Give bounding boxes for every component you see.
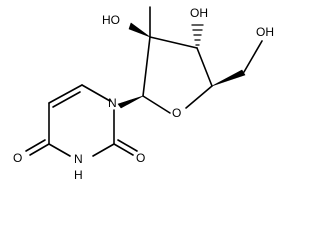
label-o-c2: O	[136, 151, 145, 165]
label-o-c4: O	[13, 151, 22, 165]
label-oh-ch2: OH	[256, 25, 274, 39]
bond-n3-c2	[92, 143, 115, 157]
wedge-c4-ch2	[211, 69, 246, 87]
bond-ch2-oh	[243, 40, 263, 73]
bond-o-c1	[142, 95, 171, 114]
bond-c3-c4	[196, 47, 213, 87]
bond-c4-o-second	[25, 139, 46, 152]
hash-c3-oh	[191, 24, 204, 46]
molecule-structure: HO OH OH O N N H O O	[13, 6, 274, 182]
label-ho-c2: HO	[102, 13, 120, 27]
bond-c2-o	[113, 143, 134, 156]
bond-c6-c5	[48, 84, 83, 104]
label-n3: N	[74, 152, 83, 166]
label-n3-h: H	[74, 168, 83, 182]
wedge-c2-oh	[128, 22, 151, 38]
bond-c2-c3	[149, 36, 198, 49]
bond-c4-o	[185, 85, 213, 109]
label-ring-o: O	[172, 106, 181, 120]
bond-c6-c5-inner	[52, 91, 81, 108]
bond-c4-o	[29, 143, 50, 156]
label-n1: N	[108, 96, 117, 110]
bond-c4-n3	[48, 143, 71, 157]
bond-n1-c6	[81, 84, 111, 102]
wedge-c1-n1	[117, 95, 144, 109]
label-oh-c3: OH	[190, 6, 208, 20]
bond-c1-c2	[142, 36, 151, 97]
bond-c2-o-second	[117, 139, 138, 152]
